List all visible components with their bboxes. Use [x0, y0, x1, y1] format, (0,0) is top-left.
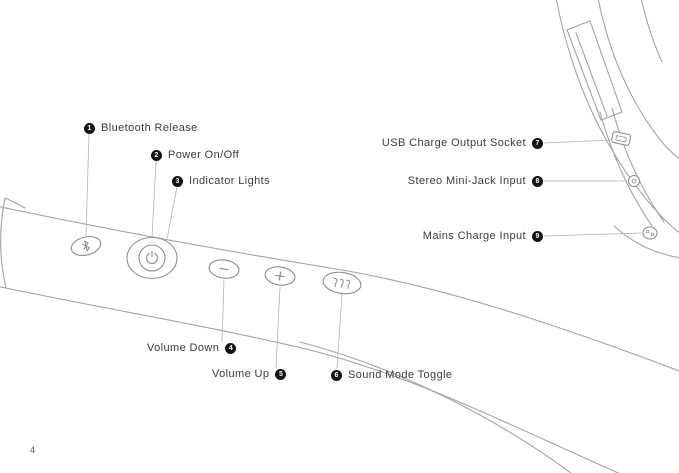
leader-lines — [85, 133, 643, 369]
callout-label-usb-charge-output: USB Charge Output Socket — [381, 137, 526, 149]
leader-volume-up — [275, 286, 281, 369]
callout-label-volume-down: Volume Down — [147, 342, 220, 354]
callout-power-onoff: 2 Power On/Off — [151, 149, 239, 161]
callout-label-volume-up: Volume Up — [212, 368, 270, 380]
sound-mode-button — [322, 271, 362, 295]
rear-ports — [611, 131, 658, 240]
speaker-left-notch — [4, 197, 26, 209]
callout-indicator-lights: 3 Indicator Lights — [172, 175, 270, 187]
speaker-top-edge — [0, 206, 679, 372]
speaker-buttons — [70, 235, 362, 295]
rear-outer-curve — [555, 0, 679, 234]
rear-inner-curve — [597, 0, 679, 160]
bluetooth-icon — [82, 240, 91, 252]
callout-mains-charge-input: Mains Charge Input 9 — [423, 230, 543, 242]
minus-icon — [219, 267, 229, 271]
callout-sound-mode-toggle: 6 Sound Mode Toggle — [331, 369, 452, 381]
callout-number-2: 2 — [151, 149, 162, 161]
speaker-left-endcap — [0, 197, 7, 289]
callout-number-4: 4 — [225, 342, 237, 354]
callout-label-bluetooth-release: Bluetooth Release — [101, 122, 198, 134]
speaker-bottom-edge — [0, 286, 620, 473]
leader-sound-mode — [336, 293, 343, 369]
usb-port-icon — [611, 131, 632, 146]
mini-jack-port-icon — [627, 174, 641, 188]
power-button — [126, 236, 178, 280]
callout-number-8: 8 — [532, 175, 543, 187]
callout-label-sound-mode-toggle: Sound Mode Toggle — [348, 369, 453, 381]
bluetooth-button — [70, 235, 102, 257]
callout-number-1: 1 — [84, 122, 95, 134]
callout-volume-up: Volume Up 5 — [212, 368, 287, 380]
bracket-inner-line — [575, 32, 608, 117]
rear-far-edge — [640, 0, 663, 63]
page-number: 4 — [30, 445, 36, 455]
leader-volume-down — [221, 279, 225, 343]
power-icon — [146, 250, 158, 264]
plus-icon — [275, 271, 285, 281]
callout-volume-down: Volume Down 4 — [147, 342, 237, 354]
callout-bluetooth-release: 1 Bluetooth Release — [84, 122, 198, 134]
port-recess-inner — [599, 111, 653, 227]
leader-usb — [543, 139, 612, 144]
callout-number-3: 3 — [172, 175, 183, 187]
wall-bracket — [566, 20, 623, 121]
leader-bluetooth — [85, 133, 90, 237]
callout-usb-charge-output: USB Charge Output Socket 7 — [382, 137, 543, 149]
volume-up-button — [264, 266, 296, 286]
callout-number-9: 9 — [532, 230, 543, 242]
speaker-inner-contour — [299, 341, 572, 473]
mains-input-icon — [642, 226, 658, 240]
leader-mains — [543, 232, 643, 237]
port-recess-outer — [611, 107, 665, 223]
rear-bottom-curve — [613, 225, 679, 259]
callout-number-5: 5 — [275, 368, 287, 380]
callout-label-power-onoff: Power On/Off — [168, 149, 240, 161]
callout-label-mains-charge-input: Mains Charge Input — [422, 230, 526, 242]
speaker-body — [0, 197, 679, 473]
leader-indicator — [166, 186, 178, 240]
callout-label-indicator-lights: Indicator Lights — [189, 175, 270, 187]
sound-mode-icon — [333, 277, 351, 289]
callout-number-6: 6 — [331, 369, 342, 381]
callout-label-stereo-mini-jack: Stereo Mini-Jack Input — [407, 175, 526, 187]
leader-power — [151, 160, 157, 238]
callout-number-7: 7 — [532, 137, 543, 149]
callout-stereo-mini-jack: Stereo Mini-Jack Input 8 — [408, 175, 543, 187]
volume-down-button — [208, 259, 240, 279]
rear-panel-detail — [555, 0, 679, 259]
